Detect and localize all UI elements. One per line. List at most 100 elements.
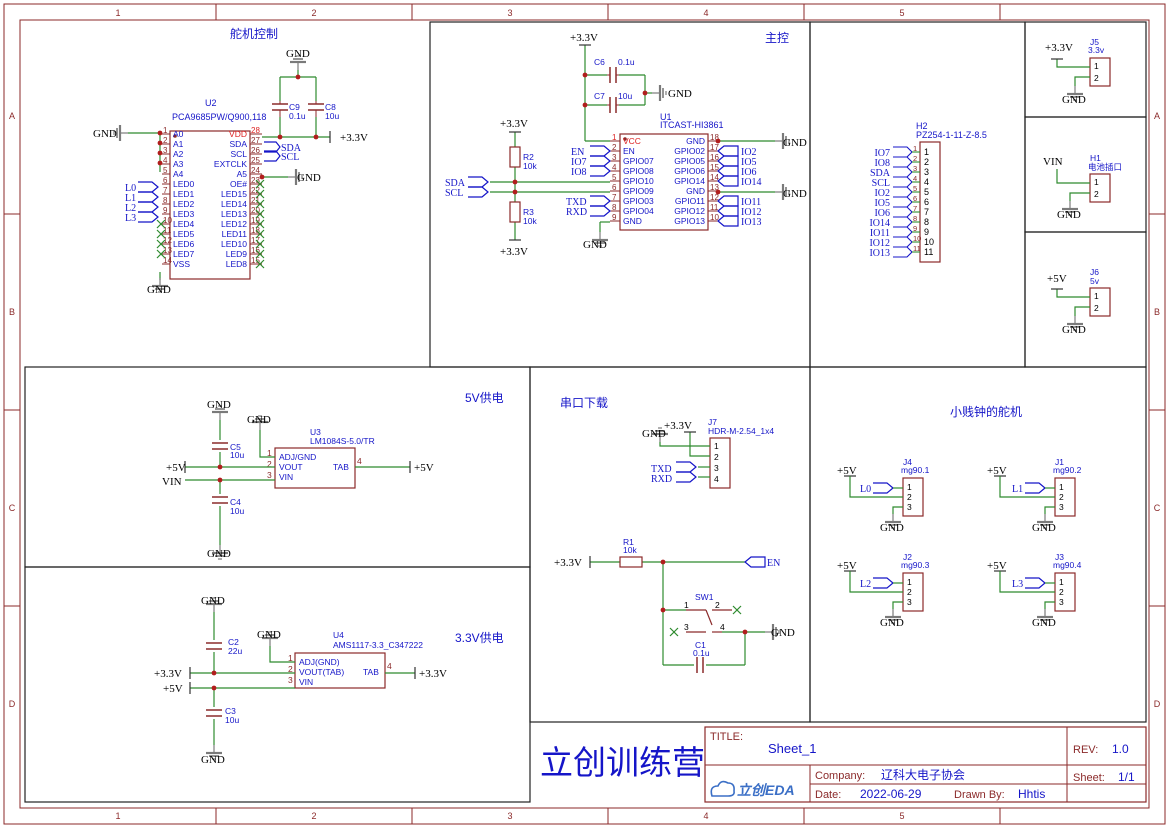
u2-pin-num: 5 [163,166,168,175]
h2-value: PZ254-1-11-Z-8.5 [916,130,987,140]
u2-pin-name: LED7 [173,249,195,259]
net-gnd-c4: GND [207,548,231,560]
c6-ref: C6 [594,57,605,67]
u2-led-port: L1 [125,193,136,204]
u1-pin-num: 9 [612,213,617,222]
u1-pin-name: GPIO14 [674,176,705,186]
net-5v-u3-out: +5V [414,462,434,474]
h2-pin-num: 5 [924,187,929,197]
drawn-label: Drawn By: [954,789,1005,801]
h2-pin-num-left: 3 [913,164,917,173]
r1-value: 10k [623,545,637,555]
net-gnd-c2: GND [201,595,225,607]
u2-pin-name: LED14 [221,199,247,209]
h2-net-label: IO7 [874,148,890,159]
u2-pin-name: LED8 [226,259,248,269]
u1-pin-name: GPIO10 [623,176,654,186]
net-gnd-u2-a5: GND [297,172,321,184]
net-gnd-h1: GND [1057,209,1081,221]
net-33v-u4-tab: +3.3V [419,668,447,680]
j2-ref: J2 [903,552,912,562]
c5-capacitor: C5 10u [212,442,244,460]
svg-text:3: 3 [684,622,689,632]
h2-pin-num: 8 [924,217,929,227]
u1-pin-name: GND [686,136,705,146]
r3-value: 10k [523,216,537,226]
c3-value: 10u [225,715,239,725]
u2-pin-name: A5 [237,169,248,179]
svg-text:1: 1 [1059,577,1064,587]
u1-pin-num: 10 [710,213,719,222]
h2-ref: H2 [916,121,928,131]
svg-text:1: 1 [1094,61,1099,71]
u2-pin-name: LED11 [222,229,248,239]
title-value: Sheet_1 [768,741,816,756]
u1-pin-num: 13 [710,183,719,192]
net-33v-u2: +3.3V [340,132,368,144]
h1-value: 电池插口 [1088,162,1122,172]
net-33v-j5: +3.3V [1045,42,1073,54]
row-label-left: B [9,307,15,317]
company-value: 辽科大电子协会 [881,767,965,782]
u2-pin-num: 12 [163,236,172,245]
net-5v-u3-in: +5V [166,462,186,474]
u1-pin-name: GND [623,216,642,226]
j1-ref: J1 [1055,457,1064,467]
c7-ref: C7 [594,91,605,101]
section-title-serial-download: 串口下载 [560,396,608,410]
u2-pin-name: EXTCLK [214,159,247,169]
net-33v-u4-out: +3.3V [154,668,182,680]
net-gnd-c3: GND [201,754,225,766]
svg-text:1: 1 [684,600,689,610]
u2-pin-name: A4 [173,169,184,179]
u4-value: AMS1117-3.3_C347222 [333,640,423,650]
net-33v-u1: +3.3V [570,32,598,44]
j1-port: L1 [1012,484,1023,495]
u1-pin-name: GPIO07 [623,156,654,166]
u1-pin-num: 16 [710,153,719,162]
u1-port-txd: TXD [566,197,587,208]
u1-right-port: IO6 [741,167,757,178]
u2-pin-name: LED9 [226,249,248,259]
net-gnd-j3: GND [1032,617,1056,629]
svg-text:4: 4 [714,474,719,484]
u1-pin-num: 12 [710,193,719,202]
j5-value: 3.3v [1088,45,1105,55]
u2-port-scl: SCL [281,152,299,163]
u1-pin-num: 7 [612,193,617,202]
svg-text:2: 2 [714,452,719,462]
u1-value: ITCAST-HI3861 [660,120,724,130]
main-port-sda: SDA [445,178,466,189]
c2-ref: C2 [228,637,239,647]
c6-value: 0.1u [618,57,635,67]
u1-left-port: IO8 [571,167,587,178]
h2-pin-num: 9 [924,227,929,237]
title-block: 立创训练营 TITLE: Sheet_1 REV: 1.0 立创EDA Comp… [540,726,1147,803]
u2-pin-name: LED10 [221,239,247,249]
u1-ref: U1 [660,112,672,122]
net-gnd-u3: GND [247,414,271,426]
svg-text:2: 2 [1094,189,1099,199]
u3-ref: U3 [310,427,321,437]
r2-resistor: R2 10k [509,146,537,171]
c1-ref: C1 [695,640,706,650]
svg-text:1: 1 [714,441,719,451]
sw1-ref: SW1 [695,592,714,602]
svg-text:2: 2 [907,587,912,597]
row-label-left: A [9,111,15,121]
u3-lm1084: U3 LM1084S-5.0/TR 1 2 3 ADJ/GND VOUT VIN… [267,427,375,489]
c4-ref: C4 [230,497,241,507]
net-5v-u4-in: +5V [163,683,183,695]
u1-pin-num: 17 [710,143,719,152]
net-5v-j3: +5V [987,560,1007,572]
svg-text:3: 3 [1059,597,1064,607]
u4-pin1-num: 1 [288,653,293,663]
h2-pin-num: 2 [924,157,929,167]
u2-pin-num: 11 [163,226,172,235]
u3-pin1-name: ADJ/GND [279,452,316,462]
section-title-5v-power: 5V供电 [465,391,504,405]
net-gnd-j6: GND [1062,324,1086,336]
col-label-bottom: 5 [899,811,904,821]
